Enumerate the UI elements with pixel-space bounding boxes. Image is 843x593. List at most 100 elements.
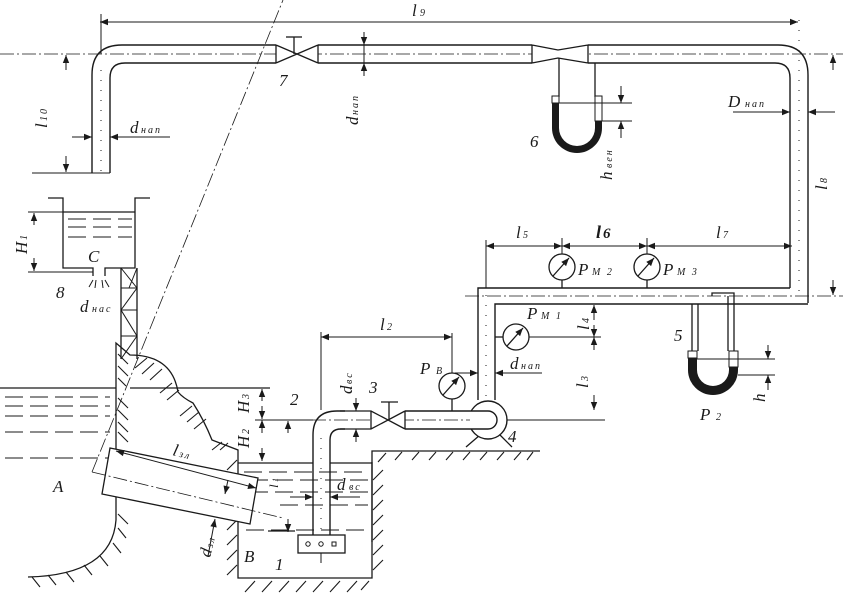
svg-text:М 3: М 3 [676, 267, 699, 278]
svg-text:d: d [337, 475, 346, 494]
label-l8: l 8 [812, 176, 831, 190]
label-l9: l 9 [412, 1, 427, 20]
label-l7: l 7 [716, 223, 730, 242]
label-3: 3 [368, 378, 378, 397]
svg-text:зл: зл [204, 535, 218, 550]
svg-text:нас: нас [92, 304, 112, 315]
label-5: 5 [674, 326, 683, 345]
svg-text:3: 3 [241, 392, 252, 400]
label-h-ven: h вен [597, 148, 616, 180]
label-h1: H 1 [12, 233, 31, 255]
label-d-zl: d зл [195, 535, 218, 559]
label-h3: H 3 [234, 392, 253, 414]
svg-text:М 2: М 2 [591, 267, 614, 278]
svg-text:10: 10 [39, 107, 50, 121]
label-4: 4 [508, 427, 517, 446]
svg-text:1: 1 [271, 476, 280, 482]
valve-3 [340, 401, 406, 430]
svg-text:d: d [337, 385, 356, 394]
svg-text:l: l [266, 484, 281, 488]
svg-text:М 1: М 1 [540, 311, 563, 322]
pump-4 [290, 400, 513, 448]
svg-text:d: d [343, 116, 362, 125]
svg-text:1: 1 [19, 233, 30, 240]
label-l4: l 4 [574, 316, 593, 330]
svg-text:вс: вс [344, 371, 355, 384]
svg-text:h: h [750, 394, 769, 403]
svg-text:P: P [699, 405, 710, 424]
dim-l-zl [115, 449, 257, 490]
label-d-nap-top: d нап [343, 94, 362, 125]
svg-text:вс: вс [349, 482, 362, 493]
svg-text:2: 2 [241, 427, 252, 434]
label-7: 7 [279, 71, 289, 90]
svg-text:В: В [436, 366, 444, 377]
svg-text:P: P [526, 304, 537, 323]
svg-text:нап: нап [745, 99, 766, 110]
svg-text:d: d [130, 118, 139, 137]
label-D-nap: D нап [727, 92, 766, 111]
svg-text:l: l [596, 222, 601, 242]
svg-text:l: l [716, 223, 721, 242]
dim-d-zl [223, 479, 230, 495]
suction-pipe-2 [312, 410, 345, 540]
label-d-nas: d нас [80, 297, 112, 316]
svg-text:H: H [234, 434, 253, 449]
svg-text:l: l [32, 123, 51, 128]
discharge-pipe-lower [465, 265, 843, 400]
label-l1: l 1 [266, 476, 281, 488]
svg-text:7: 7 [723, 230, 730, 241]
label-l10: l 10 [32, 107, 51, 128]
label-pv: P В [419, 359, 444, 378]
embankment [115, 341, 270, 462]
svg-text:l: l [574, 325, 593, 330]
gauge-pm3 [633, 253, 661, 288]
label-d-vs-tank: d вс [337, 475, 362, 494]
svg-text:2: 2 [387, 322, 394, 333]
svg-text:d: d [80, 297, 89, 316]
ground-pump [371, 450, 540, 542]
svg-text:P: P [662, 260, 673, 279]
label-pm1: P М 1 [526, 304, 563, 323]
label-d-vs-top: d вс [337, 371, 356, 394]
label-1: 1 [275, 555, 284, 574]
svg-text:нап: нап [350, 94, 361, 115]
gauge-pv [438, 333, 466, 411]
svg-text:нап: нап [141, 125, 162, 136]
label-pm2: P М 2 [577, 260, 614, 279]
label-p2: P 2 [699, 405, 723, 424]
svg-text:5: 5 [523, 230, 530, 241]
svg-text:l: l [412, 1, 417, 20]
svg-text:l: l [516, 223, 521, 242]
svg-text:l: l [812, 185, 831, 190]
svg-text:зл: зл [177, 449, 192, 463]
venturi-meter [531, 44, 596, 97]
label-l3: l 3 [573, 374, 592, 388]
tank-c [48, 197, 150, 289]
svg-text:2: 2 [716, 412, 723, 423]
label-d-nap-left: d нап [130, 118, 162, 137]
label-l5: l 5 [516, 223, 530, 242]
gravity-pipe [91, 0, 284, 525]
svg-text:P: P [419, 359, 430, 378]
label-l2: l 2 [380, 315, 394, 334]
label-pm3: P М 3 [662, 260, 699, 279]
valve-7 [275, 36, 319, 64]
label-l-zl: l зл [171, 440, 192, 463]
label-h2: H 2 [234, 427, 253, 449]
label-h: h [750, 394, 769, 403]
label-d-nap-riser: d нап [510, 354, 542, 373]
label-8: 8 [56, 283, 65, 302]
gauge-pm2 [548, 253, 576, 288]
svg-text:d: d [510, 354, 519, 373]
svg-text:l: l [573, 383, 592, 388]
svg-text:D: D [727, 92, 741, 111]
svg-text:6: 6 [603, 226, 611, 242]
label-b: B [244, 547, 255, 566]
svg-text:нап: нап [521, 361, 542, 372]
svg-text:P: P [577, 260, 588, 279]
label-a: A [52, 477, 64, 496]
svg-text:8: 8 [819, 176, 830, 183]
svg-text:9: 9 [420, 8, 427, 19]
